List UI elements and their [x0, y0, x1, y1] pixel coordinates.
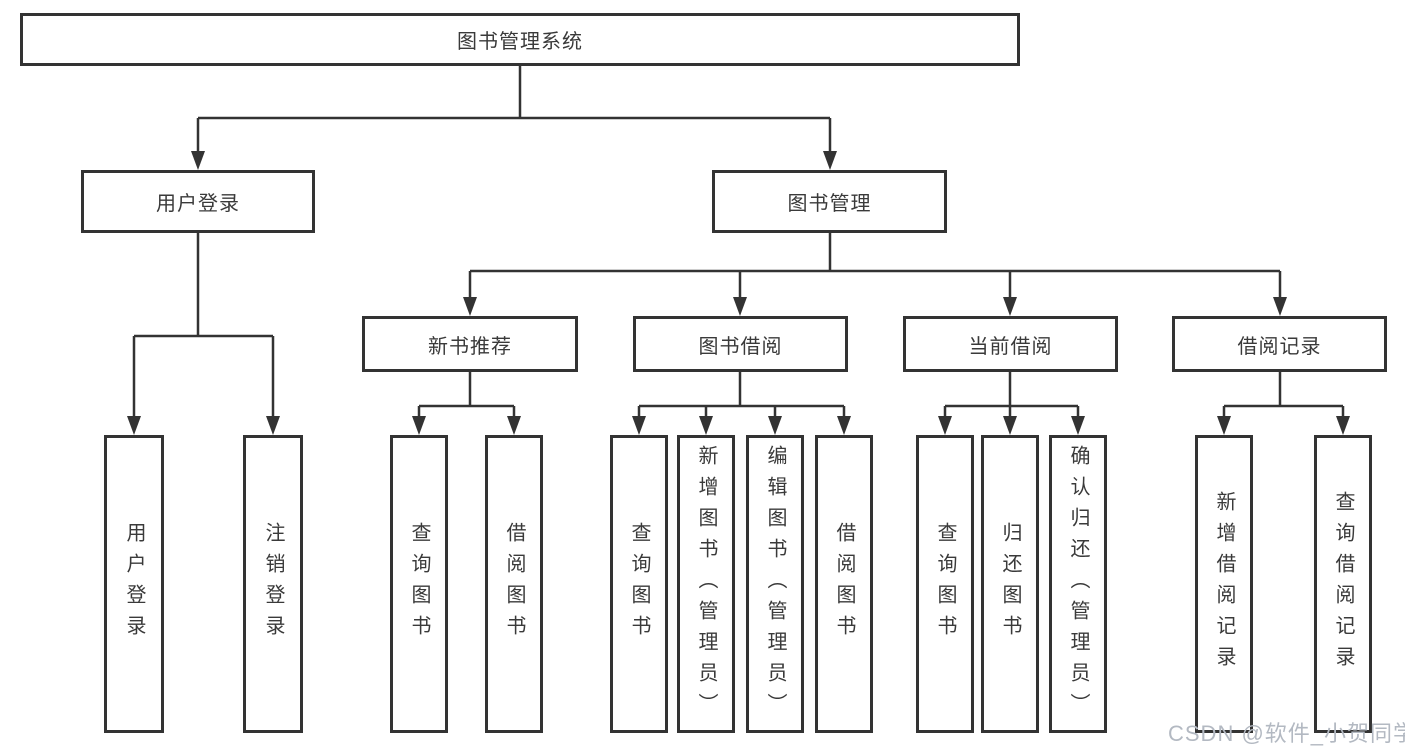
- connector-book-management: [468, 233, 1282, 299]
- node-book-borrow: 图书借阅: [633, 316, 848, 372]
- leaf-borrow-book-label: 借阅图书: [833, 522, 855, 646]
- node-root-label: 图书管理系统: [457, 31, 583, 53]
- leaf-return-book-label: 归还图书: [999, 522, 1021, 646]
- leaf-user-login: 用户登录: [104, 435, 164, 733]
- leaf-recommend-borrow-book: 借阅图书: [485, 435, 543, 733]
- connector-user-login: [132, 233, 275, 418]
- node-borrow-records: 借阅记录: [1172, 316, 1387, 372]
- node-user-login-label: 用户登录: [156, 193, 240, 215]
- node-book-management: 图书管理: [712, 170, 947, 233]
- leaf-recommend-query-book: 查询图书: [390, 435, 448, 733]
- node-user-login: 用户登录: [81, 170, 315, 233]
- leaf-edit-book-admin: 编辑图书（管理员）: [746, 435, 804, 733]
- leaf-add-borrow-record-label: 新增借阅记录: [1213, 491, 1235, 677]
- connector-root: [196, 66, 832, 153]
- node-current-borrow: 当前借阅: [903, 316, 1118, 372]
- leaf-add-book-admin: 新增图书（管理员）: [677, 435, 735, 733]
- leaf-confirm-return-admin-label: 确认归还（管理员）: [1067, 444, 1089, 724]
- leaf-recommend-query-book-label: 查询图书: [408, 522, 430, 646]
- leaf-add-book-admin-label: 新增图书（管理员）: [695, 444, 717, 724]
- arrowheads: [127, 151, 1350, 435]
- leaf-confirm-return-admin: 确认归还（管理员）: [1049, 435, 1107, 733]
- leaf-borrow-book: 借阅图书: [815, 435, 873, 733]
- node-book-borrow-label: 图书借阅: [698, 335, 783, 358]
- leaf-query-borrow-record-label: 查询借阅记录: [1332, 491, 1354, 677]
- leaf-current-query-book: 查询图书: [916, 435, 974, 733]
- connector-current-borrow: [943, 372, 1080, 418]
- connector-borrow-records: [1222, 372, 1345, 418]
- csdn-watermark: CSDN @软件_小贺同学: [1168, 721, 1405, 746]
- leaf-logout: 注销登录: [243, 435, 303, 733]
- leaf-current-query-book-label: 查询图书: [934, 522, 956, 646]
- leaf-borrow-query-book-label: 查询图书: [628, 522, 650, 646]
- node-current-borrow-label: 当前借阅: [968, 335, 1053, 358]
- leaf-add-borrow-record: 新增借阅记录: [1195, 435, 1253, 733]
- leaf-edit-book-admin-label: 编辑图书（管理员）: [764, 444, 786, 724]
- leaf-logout-label: 注销登录: [262, 522, 284, 646]
- node-root: 图书管理系统: [20, 13, 1020, 66]
- node-new-book-recommend-label: 新书推荐: [428, 335, 512, 358]
- leaf-borrow-query-book: 查询图书: [610, 435, 668, 733]
- connector-new-book: [417, 372, 516, 418]
- node-new-book-recommend: 新书推荐: [362, 316, 578, 372]
- leaf-query-borrow-record: 查询借阅记录: [1314, 435, 1372, 733]
- leaf-user-login-label: 用户登录: [123, 522, 145, 646]
- node-borrow-records-label: 借阅记录: [1237, 335, 1322, 358]
- connector-book-borrow: [637, 372, 846, 418]
- leaf-recommend-borrow-book-label: 借阅图书: [503, 522, 525, 646]
- node-book-management-label: 图书管理: [787, 193, 872, 215]
- leaf-return-book: 归还图书: [981, 435, 1039, 733]
